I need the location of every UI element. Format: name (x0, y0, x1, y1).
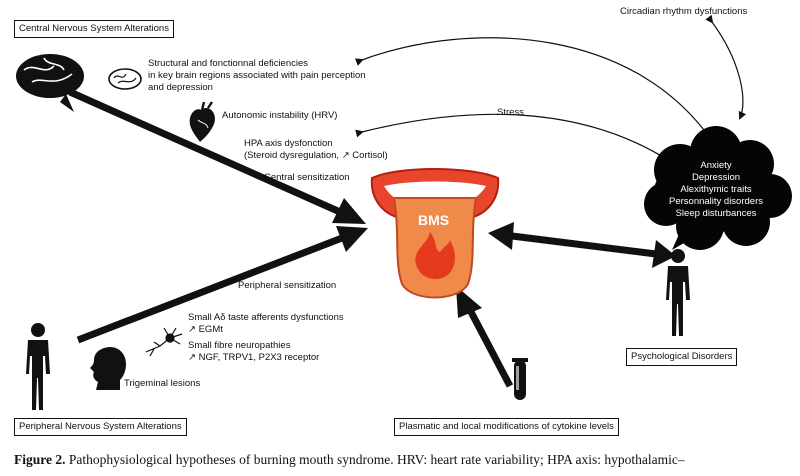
mouth-illustration (370, 168, 500, 299)
arrow-stress (355, 113, 670, 162)
structural-label-2: in key brain regions associated with pai… (148, 70, 366, 81)
brain-icon (16, 54, 84, 112)
figure-caption: Figure 2. Pathophysiological hypotheses … (14, 452, 794, 468)
structural-label-3: and depression (148, 82, 213, 93)
cloud-item-anxiety: Anxiety (700, 160, 732, 171)
cloud-item-alexithymic: Alexithymic traits (680, 184, 752, 195)
bms-label: BMS (418, 212, 450, 228)
psych-box: Psychological Disorders (626, 348, 738, 366)
arrow-bms-psych (488, 222, 676, 268)
cloud-item-sleep: Sleep disturbances (675, 208, 757, 219)
hpa-label-1: HPA axis dysfonction (244, 138, 333, 149)
cloud-item-personality: Personnality disorders (669, 196, 763, 207)
arrow-pns-to-bms (76, 226, 368, 344)
small-brain-icon (108, 68, 142, 90)
central-sensitization-label: Central sensitization (264, 172, 350, 183)
test-tube-icon (512, 358, 528, 400)
person-icon-pns (26, 323, 50, 410)
structural-label-1: Structural and fonctionnal deficiencies (148, 58, 309, 69)
stress-label: Stress (497, 107, 524, 118)
cloud-item-depression: Depression (691, 172, 741, 183)
arrow-cns-psych (354, 37, 720, 152)
person-icon-psych (666, 249, 690, 336)
cloud-text: Anxiety Depression Alexithymic traits Pe… (660, 160, 772, 220)
heart-icon (189, 101, 215, 142)
pns-box: Peripheral Nervous System Alterations (14, 418, 187, 436)
caption-label: Figure 2. (14, 452, 66, 467)
caption-text: Pathophysiological hypotheses of burning… (65, 452, 685, 467)
arrow-cns-to-bms (68, 88, 366, 224)
hpa-label-2: (Steroid dysregulation, ↗ Cortisol) (244, 150, 388, 161)
cytokine-box: Plasmatic and local modifications of cyt… (394, 418, 619, 436)
diagram-graphics (16, 14, 792, 410)
thought-cloud (644, 126, 792, 250)
autonomic-label: Autonomic instability (HRV) (222, 110, 338, 121)
peripheral-sensitization-label: Peripheral sensitization (238, 280, 337, 291)
small-fibre-label-1: Small fibre neuropathies (188, 340, 291, 351)
head-icon (90, 346, 126, 390)
figure: Central Nervous System Alterations Perip… (14, 6, 792, 436)
trigeminal-label: Trigeminal lesions (124, 378, 201, 389)
neuron-icon (145, 327, 183, 357)
small-ad-label-2: ↗ EGMt (188, 324, 223, 335)
cns-box: Central Nervous System Alterations (14, 20, 174, 38)
small-ad-label-1: Small Aδ taste afferents dysfunctions (188, 312, 344, 323)
circadian-label: Circadian rhythm dysfunctions (620, 6, 748, 17)
small-fibre-label-2: ↗ NGF, TRPV1, P2X3 receptor (188, 352, 320, 363)
arrow-cytokine-to-bms (456, 286, 514, 388)
arrow-circadian (705, 14, 747, 120)
